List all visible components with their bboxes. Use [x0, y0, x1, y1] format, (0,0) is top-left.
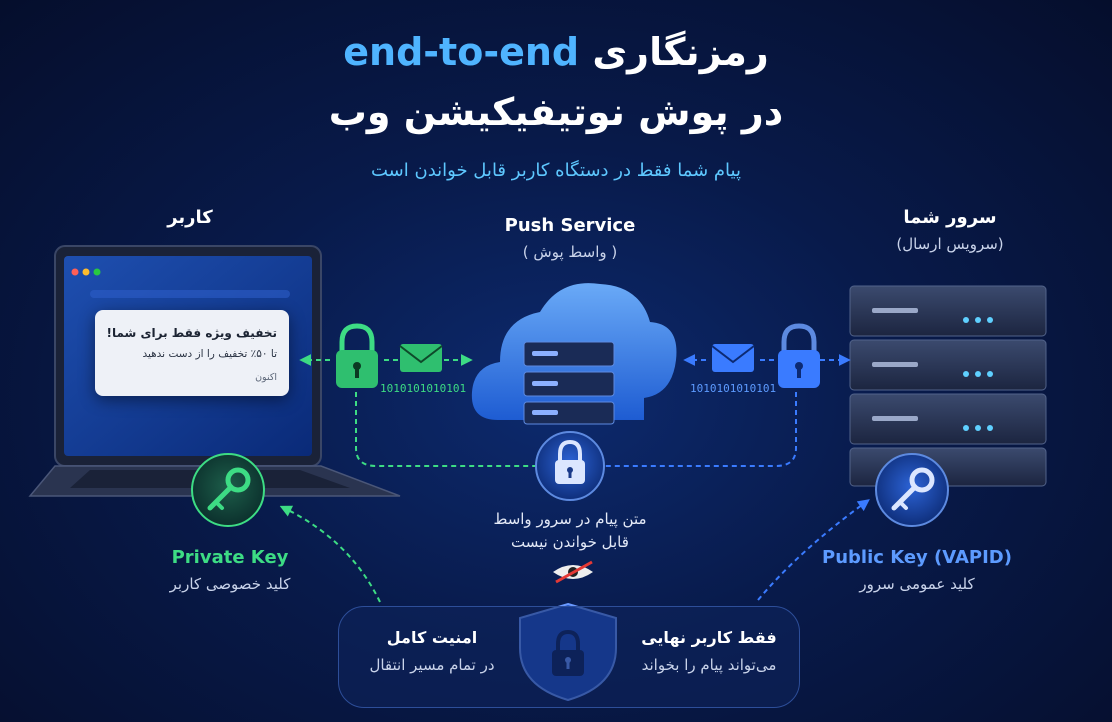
green-envelope-icon [399, 344, 443, 372]
public-key-icon [875, 453, 949, 527]
title-text: رمزنگاری [592, 30, 769, 74]
eye-slash-icon [553, 560, 593, 584]
page-subtitle: پیام شما فقط در دستگاه کاربر قابل خواندن… [371, 160, 741, 181]
bottom-left-title: امنیت کامل [386, 628, 478, 647]
green-lock-icon [336, 323, 378, 388]
private-key-icon [191, 453, 265, 527]
bottom-right-title: فقط کاربر نهایی [641, 628, 777, 647]
push-service-subtitle: ( واسط پوش ) [522, 243, 618, 261]
page-title-line1: رمزنگاری end-to-end [0, 30, 1112, 74]
server-sublabel: (سرویس ارسال) [896, 235, 1004, 253]
user-label: کاربر [167, 207, 213, 228]
notification-card[interactable]: تخفیف ویژه فقط برای شما! تا ۵۰٪ تخفیف را… [95, 310, 289, 396]
bottom-left-sub: در تمام مسیر انتقال [369, 656, 495, 674]
push-note-line1: متن پیام در سرور واسط [493, 510, 647, 528]
blue-envelope-icon [711, 344, 755, 372]
public-key-subtitle: کلید عمومی سرور [859, 575, 975, 593]
green-flow [279, 354, 536, 603]
public-key-title: Public Key (VAPID) [822, 547, 1012, 568]
notification-title: تخفیف ویژه فقط برای شما! [106, 326, 277, 340]
notification-time: اکنون [255, 372, 277, 383]
binary-right: 1010101010101 [690, 382, 777, 395]
private-key-title: Private Key [171, 547, 289, 568]
push-note-line2: قابل خواندن نیست [511, 533, 629, 551]
title-accent: end-to-end [343, 30, 580, 74]
bottom-right-sub: می‌تواند پیام را بخواند [641, 656, 777, 674]
center-lock-icon [535, 431, 605, 501]
blue-flow [604, 354, 870, 601]
notification-body: تا ۵۰٪ تخفیف را از دست ندهید [142, 348, 277, 360]
security-summary-box [338, 606, 800, 708]
page-title-line2: در پوش نوتیفیکیشن وب [328, 90, 784, 134]
push-service-title: Push Service [504, 215, 636, 236]
private-key-subtitle: کلید خصوصی کاربر [169, 575, 291, 593]
blue-lock-icon [778, 323, 820, 388]
server-label: سرور شما [903, 207, 997, 228]
binary-left: 1010101010101 [380, 382, 467, 395]
server-rack [849, 285, 1047, 487]
cloud-server-stack [523, 341, 615, 425]
